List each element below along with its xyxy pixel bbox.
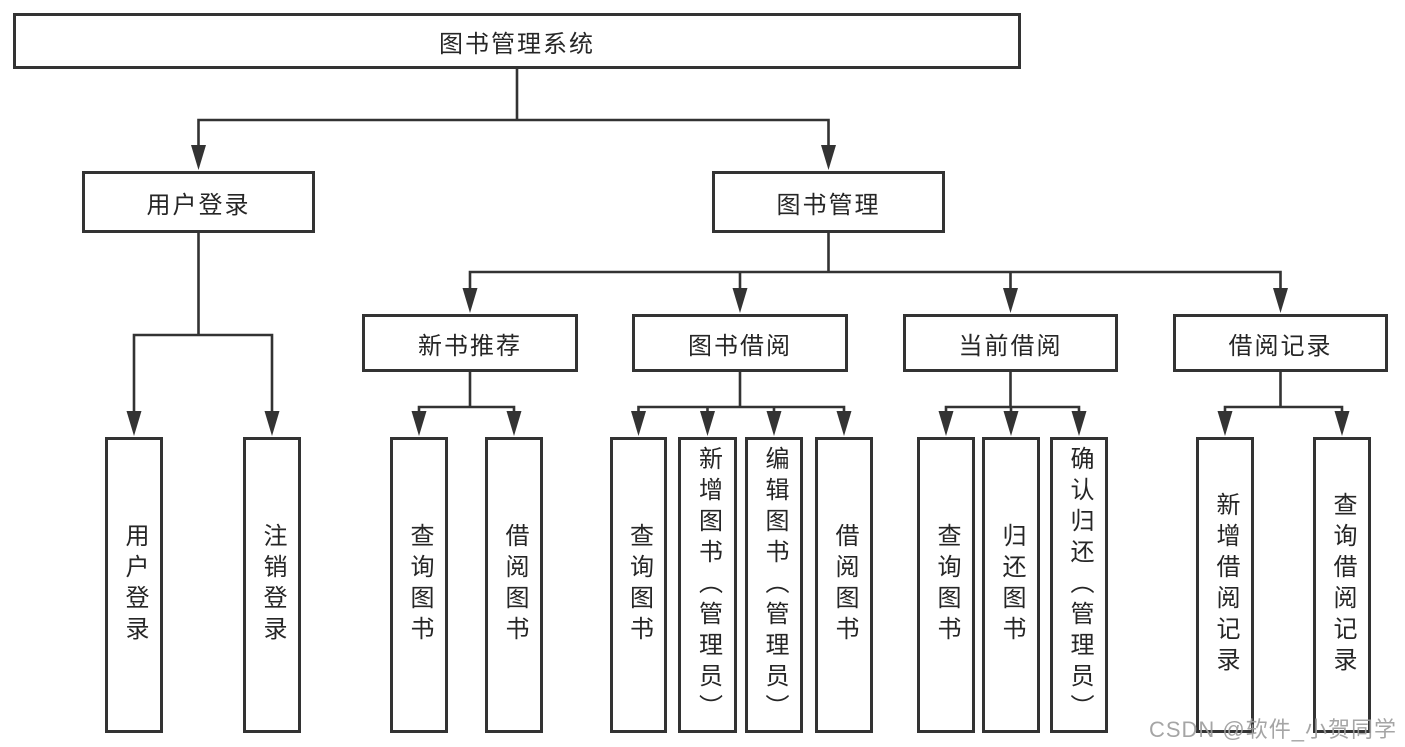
node-label: 查询借阅记录 — [1329, 492, 1356, 678]
node-label: 图书管理系统 — [439, 30, 595, 58]
arrowhead-to-book-mgmt — [821, 145, 836, 170]
arrowhead-to-leaf-nb-borrow-book — [506, 411, 522, 436]
node-leaf-nb-borrow-book: 借阅图书 — [485, 437, 543, 733]
edge-from-borrow-records — [1223, 370, 1344, 423]
arrowhead-to-book-borrow — [732, 288, 748, 313]
node-leaf-nb-query-book: 查询图书 — [390, 437, 448, 733]
node-leaf-br-add-record: 新增借阅记录 — [1196, 437, 1254, 733]
edge-from-user-login — [132, 231, 274, 423]
arrowhead-to-current-borrow — [1003, 288, 1018, 313]
node-label: 图书管理 — [776, 191, 881, 219]
arrowhead-to-new-books — [462, 288, 478, 313]
edge-from-book-borrow — [637, 370, 846, 423]
node-leaf-cb-confirm-return: 确认归还（管理员） — [1050, 437, 1108, 733]
node-leaf-bb-borrow-book: 借阅图书 — [815, 437, 873, 733]
arrowhead-to-leaf-bb-edit-book — [766, 411, 782, 436]
node-label: 新书推荐 — [418, 332, 522, 360]
arrowhead-to-leaf-br-add-record — [1217, 411, 1233, 436]
node-leaf-cb-return-book: 归还图书 — [982, 437, 1040, 733]
edge-from-root — [197, 67, 830, 157]
node-user-login: 用户登录 — [82, 171, 315, 233]
csdn-watermark: CSDN @软件_小贺同学 — [1148, 717, 1397, 742]
node-leaf-br-query-record: 查询借阅记录 — [1313, 437, 1371, 733]
node-book-mgmt: 图书管理 — [712, 171, 945, 233]
node-new-books: 新书推荐 — [362, 314, 578, 372]
node-label: 借阅图书 — [501, 523, 528, 647]
node-label: 查询图书 — [933, 523, 960, 647]
arrowhead-to-leaf-cb-query-book — [938, 411, 954, 436]
arrowhead-to-leaf-logout — [264, 411, 280, 436]
node-label: 归还图书 — [998, 523, 1025, 647]
node-label: 确认归还（管理员） — [1066, 445, 1093, 725]
node-label: 图书借阅 — [688, 332, 792, 360]
node-leaf-user-login: 用户登录 — [105, 437, 163, 733]
node-leaf-logout: 注销登录 — [243, 437, 301, 733]
arrowhead-to-borrow-records — [1273, 288, 1288, 313]
node-label: 新增借阅记录 — [1212, 492, 1239, 678]
node-label: 当前借阅 — [958, 332, 1063, 360]
arrowhead-to-leaf-cb-confirm-return — [1071, 411, 1087, 436]
node-current-borrow: 当前借阅 — [903, 314, 1118, 372]
node-label: 查询图书 — [625, 523, 653, 647]
node-leaf-bb-add-book: 新增图书（管理员） — [678, 437, 737, 733]
node-label: 借阅记录 — [1228, 332, 1333, 360]
node-label: 查询图书 — [406, 523, 433, 647]
edge-from-current-borrow — [944, 370, 1081, 423]
edge-from-book-mgmt — [468, 231, 1282, 300]
arrowhead-to-leaf-nb-query-book — [411, 411, 427, 436]
edge-from-new-books — [417, 370, 516, 423]
node-label: 编辑图书（管理员） — [761, 445, 788, 725]
node-borrow-records: 借阅记录 — [1173, 314, 1388, 372]
arrowhead-to-leaf-bb-add-book — [700, 411, 715, 436]
arrowhead-to-leaf-bb-query-book — [631, 411, 646, 436]
node-label: 用户登录 — [121, 523, 148, 647]
node-label: 用户登录 — [146, 191, 251, 219]
node-book-borrow: 图书借阅 — [632, 314, 848, 372]
node-leaf-bb-query-book: 查询图书 — [610, 437, 667, 733]
arrowhead-to-leaf-br-query-record — [1334, 411, 1350, 436]
node-label: 借阅图书 — [831, 523, 858, 647]
arrowhead-to-user-login — [191, 145, 206, 170]
arrowhead-to-leaf-user-login — [126, 411, 142, 436]
node-leaf-bb-edit-book: 编辑图书（管理员） — [745, 437, 803, 733]
arrowhead-to-leaf-cb-return-book — [1003, 411, 1019, 436]
node-root: 图书管理系统 — [13, 13, 1021, 69]
node-label: 注销登录 — [259, 523, 286, 647]
node-label: 新增图书（管理员） — [694, 445, 722, 725]
node-leaf-cb-query-book: 查询图书 — [917, 437, 975, 733]
arrowhead-to-leaf-bb-borrow-book — [836, 411, 852, 436]
